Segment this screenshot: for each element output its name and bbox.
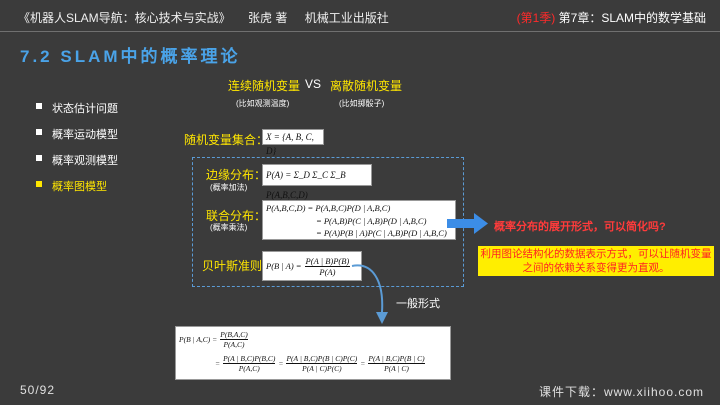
bullet-square-icon [36,155,42,161]
bullet-square-icon [36,103,42,109]
joint-sub: (概率乘法) [210,223,248,232]
bullet-square-icon [36,181,42,187]
page-number: 50/92 [20,383,56,397]
continuous-variable-label: 连续随机变量 [228,79,301,93]
marginal-label: 边缘分布： [206,168,267,182]
slide-header: 《机器人SLAM导航：核心技术与实战》 张虎 著 机械工业出版社 (第1季) 第… [0,0,720,34]
general-f3-num: P(A | B,C)P(B | C)P(C) [286,353,358,364]
rv-set-label: 随机变量集合： [184,133,269,147]
rv-set-formula: X = {A, B, C, D} [262,129,324,156]
topic-item-active[interactable]: 概率图模型 [36,178,118,204]
book-title: 《机器人SLAM导航：核心技术与实战》 [18,11,231,25]
general-form-label: 一般形式 [396,298,440,310]
bayes-formula: P(B | A) = P(A | B)P(B) P(A) [262,251,362,281]
marginal-sub: (概率加法) [210,183,248,192]
general-f4-num: P(A | B,C)P(B | C) [368,353,425,364]
general-formula: P(B | A,C) = P(B,A,C) P(A,C) = P(A | B,C… [175,326,451,380]
simplify-question: 概率分布的展开形式，可以简化吗? [494,221,666,233]
slide-title: 7.2 SLAM中的概率理论 [20,47,241,66]
book-author: 张虎 著 [248,11,288,25]
graph-model-explanation: 利用图论结构化的数据表示方式，可以让随机变量之间的依赖关系变得更为直观。 [478,246,714,276]
bayes-lhs: P(B | A) = [266,261,302,271]
book-info: 《机器人SLAM导航：核心技术与实战》 张虎 著 机械工业出版社 [18,9,403,26]
general-f1-den: P(A,C) [223,339,245,349]
topic-item[interactable]: 概率运动模型 [36,126,118,152]
general-f4-den: P(A | C) [384,363,409,373]
continuous-example: (比如观测温度) [236,99,290,108]
joint-label: 联合分布： [206,209,267,223]
topic-item[interactable]: 概率观测模型 [36,152,118,178]
joint-formula: P(A,B,C,D) = P(A,B,C)P(D | A,B,C) = P(A,… [262,200,456,240]
book-publisher: 机械工业出版社 [304,11,389,25]
topic-label: 概率运动模型 [52,129,118,141]
discrete-example: (比如掷骰子) [339,99,385,108]
bayes-numerator: P(A | B)P(B) [304,255,351,267]
joint-line-2: = P(A,B)P(C | A,B)P(D | A,B,C) [316,215,427,226]
general-f2-num: P(A | B,C)P(B,C) [223,353,276,364]
joint-line-1: P(A,B,C,D) = P(A,B,C)P(D | A,B,C) [266,203,391,213]
header-divider [0,31,720,32]
topic-item[interactable]: 状态估计问题 [36,100,118,126]
bayes-denominator: P(A) [319,266,336,277]
bayes-label: 贝叶斯准则： [202,259,275,273]
general-f1-num: P(B,A,C) [220,329,248,340]
download-link[interactable]: 课件下载：www.xiihoo.com [538,385,704,399]
chapter-info: (第1季) 第7章：SLAM中的数学基础 [517,9,706,26]
season-label: (第1季) [516,11,556,25]
topic-label: 概率观测模型 [52,155,118,167]
topic-label: 状态估计问题 [52,103,118,115]
general-f2-den: P(A,C) [238,363,260,373]
topic-label: 概率图模型 [52,181,107,193]
topic-list: 状态估计问题 概率运动模型 概率观测模型 概率图模型 [36,100,118,204]
general-f3-den: P(A | C)P(C) [302,363,342,373]
chapter-label: 第7章：SLAM中的数学基础 [558,11,706,25]
vs-label: VS [305,77,322,91]
general-lhs: P(B | A,C) = [179,334,218,344]
marginal-formula: P(A) = Σ_D Σ_C Σ_B P(A,B,C,D) [262,164,372,200]
joint-line-3: = P(A)P(B | A)P(C | A,B)P(D | A,B,C) [316,228,447,238]
bullet-square-icon [36,129,42,135]
discrete-variable-label: 离散随机变量 [330,79,403,93]
